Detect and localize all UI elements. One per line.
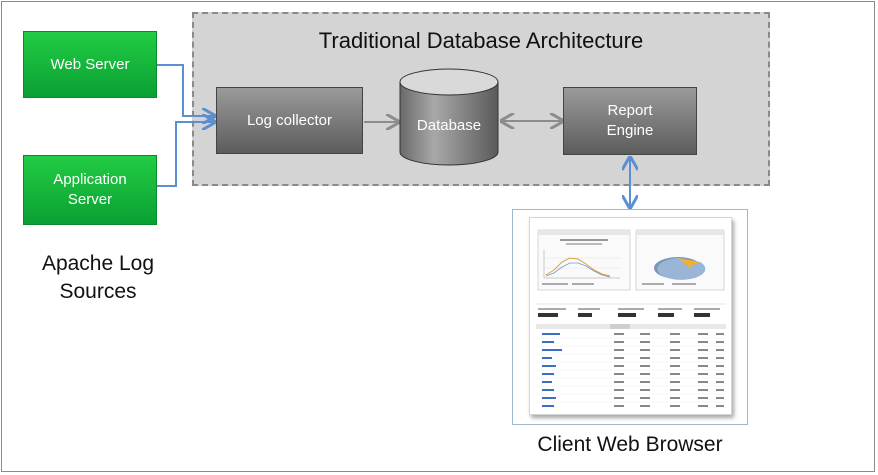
web-server-connector [157, 64, 214, 116]
architecture-title: Traditional Database Architecture [318, 28, 644, 53]
browser-caption: Client Web Browser [537, 433, 723, 456]
app-server-connector [157, 122, 214, 187]
database-label: Database [416, 117, 482, 134]
log-collector-label: Log collector [246, 111, 333, 129]
application-server-node: Application Server [23, 155, 157, 225]
web-server-label: Web Server [50, 55, 130, 73]
report-screenshot-thumbnail [529, 217, 732, 415]
report-engine-node: Report Engine [563, 87, 697, 155]
sources-caption: Apache Log Sources [41, 252, 155, 303]
report-engine-label: Report Engine [606, 102, 654, 139]
report-thumbnail-graphic [536, 229, 726, 407]
application-server-label: Application Server [53, 171, 127, 208]
database-cylinder [399, 68, 499, 166]
web-server-node: Web Server [23, 31, 157, 98]
log-collector-node: Log collector [216, 87, 363, 154]
